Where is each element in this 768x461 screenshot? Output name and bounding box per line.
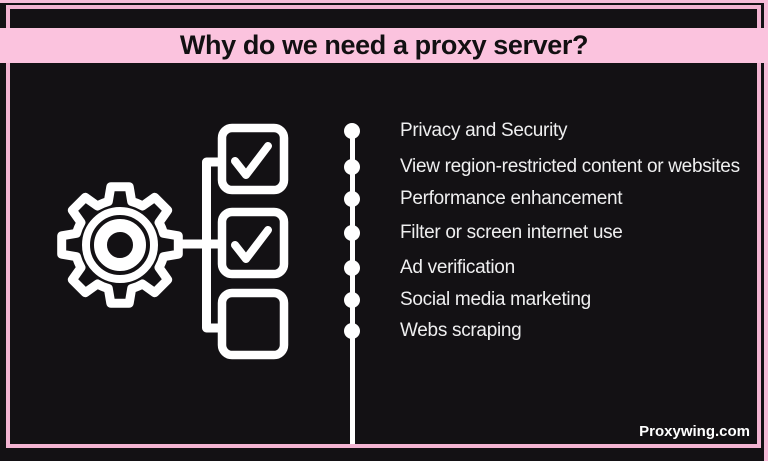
bullet-dot-icon: [344, 292, 360, 308]
outer-border-top: [0, 0, 768, 3]
bullet-dot-icon: [344, 323, 360, 339]
checkbox-checked-icon: [217, 123, 289, 195]
timeline-line: [350, 131, 355, 444]
list-item: Filter or screen internet use: [344, 221, 623, 245]
gear-checklist-icon: [57, 123, 289, 360]
bullet-dot-icon: [344, 225, 360, 241]
list-item-label: Social media marketing: [400, 289, 591, 310]
bullet-dot-icon: [344, 191, 360, 207]
list-item: Ad verification: [344, 256, 515, 280]
list-item: Performance enhancement: [344, 187, 623, 211]
list-item: Webs scraping: [344, 319, 522, 343]
list-item-label: Privacy and Security: [400, 120, 568, 141]
list-item: View region-restricted content or websit…: [344, 155, 740, 179]
checklist-connector-lines: [179, 157, 223, 333]
list-item-label: View region-restricted content or websit…: [400, 156, 740, 177]
gear-icon: [57, 182, 183, 308]
page-title: Why do we need a proxy server?: [179, 30, 589, 60]
list-item-label: Ad verification: [400, 257, 515, 278]
checkbox-checked-icon: [217, 207, 289, 279]
outer-border-right: [764, 0, 768, 461]
list-item: Social media marketing: [344, 288, 591, 312]
bullet-dot-icon: [344, 123, 360, 139]
checkbox-empty-icon: [217, 288, 289, 360]
list-item: Privacy and Security: [344, 119, 567, 143]
bullet-dot-icon: [344, 260, 360, 276]
bullet-dot-icon: [344, 159, 360, 175]
title-banner: Why do we need a proxy server?: [0, 28, 768, 63]
list-item-label: Performance enhancement: [400, 188, 623, 209]
list-item-label: Filter or screen internet use: [400, 222, 623, 243]
list-item-label: Webs scraping: [400, 320, 522, 341]
watermark: Proxywing.com: [639, 423, 750, 440]
